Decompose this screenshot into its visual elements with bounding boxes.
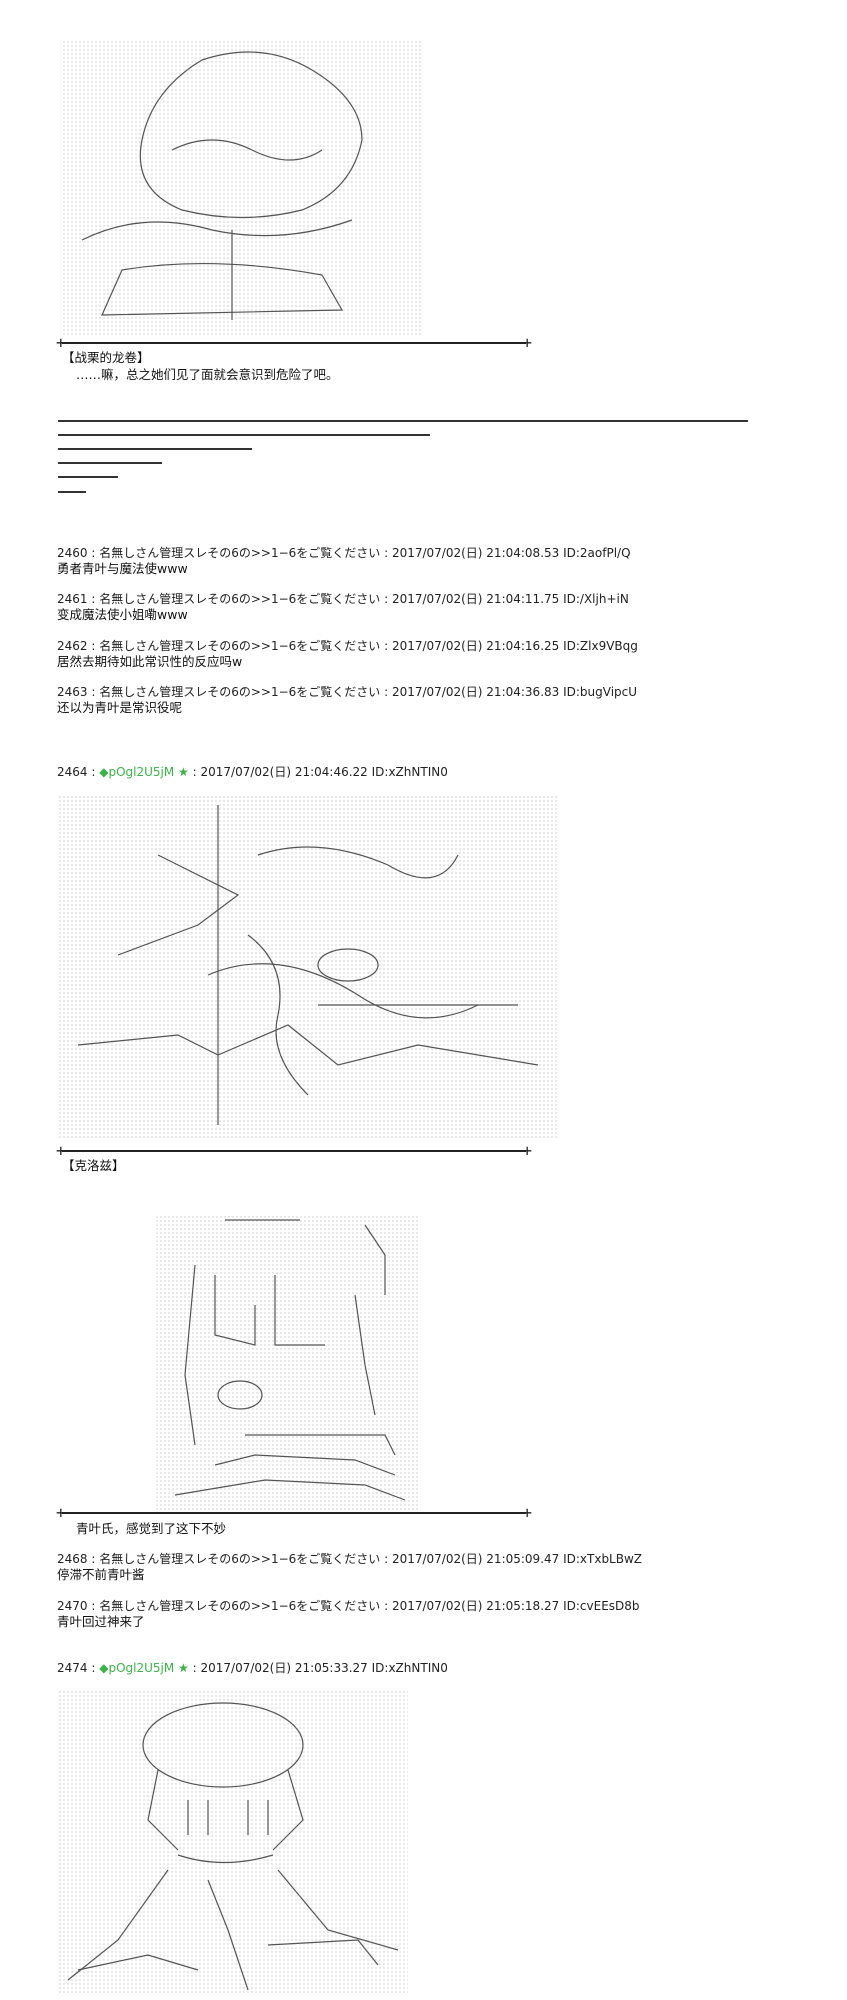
post-body: 停滞不前青叶酱 bbox=[57, 1567, 145, 1582]
caption-title: 【克洛兹】 bbox=[62, 1158, 125, 1173]
post-header: 2460 : 名無しさん管理スレその6の>>1−6をご覧ください : 2017/… bbox=[57, 546, 631, 560]
post-header: 2462 : 名無しさん管理スレその6の>>1−6をご覧ください : 2017/… bbox=[57, 639, 638, 653]
post-body: 居然去期待如此常识性的反应吗w bbox=[57, 654, 243, 669]
op-post-2474: 2474 : ◆pOgl2U5jM ★ : 2017/07/02(日) 21:0… bbox=[57, 1660, 448, 1676]
post-2460: 2460 : 名無しさん管理スレその6の>>1−6をご覧ください : 2017/… bbox=[57, 545, 631, 577]
post-number: 2464 : bbox=[57, 765, 96, 779]
post-header: 2468 : 名無しさん管理スレその6の>>1−6をご覧ください : 2017/… bbox=[57, 1552, 643, 1566]
ascii-art-hooded-character bbox=[58, 1690, 408, 1995]
post-2461: 2461 : 名無しさん管理スレその6の>>1−6をご覧ください : 2017/… bbox=[57, 591, 629, 623]
op-post-2464: 2464 : ◆pOgl2U5jM ★ : 2017/07/02(日) 21:0… bbox=[57, 764, 448, 780]
post-header: 2461 : 名無しさん管理スレその6の>>1−6をご覧ください : 2017/… bbox=[57, 592, 629, 606]
caption-text: ……嘛，总之她们见了面就会意识到危险了吧。 bbox=[76, 367, 339, 382]
post-meta: : 2017/07/02(日) 21:04:46.22 ID:xZhNTIN0 bbox=[192, 765, 448, 779]
dash-line bbox=[58, 420, 748, 422]
star-icon: ★ bbox=[178, 765, 189, 779]
separator-line bbox=[56, 1141, 532, 1160]
separator-line bbox=[56, 1503, 532, 1522]
post-body: 变成魔法使小姐嘞www bbox=[57, 607, 188, 622]
post-2463: 2463 : 名無しさん管理スレその6の>>1−6をご覧ください : 2017/… bbox=[57, 684, 637, 716]
post-meta: : 2017/07/02(日) 21:05:33.27 ID:xZhNTIN0 bbox=[192, 1661, 448, 1675]
ascii-art-hooded-lines bbox=[67, 1702, 399, 1991]
star-icon: ★ bbox=[178, 1661, 189, 1675]
post-body: 勇者青叶与魔法使www bbox=[57, 561, 188, 576]
ascii-art-kroz-lines bbox=[77, 805, 539, 1125]
dash-line bbox=[58, 448, 252, 450]
post-2470: 2470 : 名無しさん管理スレその6の>>1−6をご覧ください : 2017/… bbox=[57, 1598, 640, 1630]
ascii-art-aoba-lines bbox=[174, 1219, 406, 1501]
post-2462: 2462 : 名無しさん管理スレその6の>>1−6をご覧ください : 2017/… bbox=[57, 638, 638, 670]
dash-line bbox=[58, 462, 162, 464]
post-header: 2463 : 名無しさん管理スレその6の>>1−6をご覧ください : 2017/… bbox=[57, 685, 638, 699]
poster-trip: ◆pOgl2U5jM bbox=[99, 1661, 175, 1675]
ascii-art-aoba-shocked bbox=[155, 1215, 420, 1510]
separator-line bbox=[56, 333, 532, 352]
dash-line bbox=[58, 434, 430, 436]
post-header: 2470 : 名無しさん管理スレその6の>>1−6をご覧ください : 2017/… bbox=[57, 1599, 640, 1613]
post-body: 青叶回过神来了 bbox=[57, 1614, 145, 1629]
post-2468: 2468 : 名無しさん管理スレその6の>>1−6をご覧ください : 2017/… bbox=[57, 1551, 642, 1583]
poster-trip: ◆pOgl2U5jM bbox=[99, 765, 175, 779]
ascii-art-kroz bbox=[58, 795, 558, 1140]
post-body: 还以为青叶是常识役呢 bbox=[57, 700, 183, 715]
ascii-art-tornado-lines bbox=[81, 51, 363, 320]
op-post-header: 2464 : ◆pOgl2U5jM ★ : 2017/07/02(日) 21:0… bbox=[57, 764, 448, 780]
caption-text: 青叶氏，感觉到了这下不妙 bbox=[76, 1521, 227, 1536]
ascii-art-tornado bbox=[62, 40, 422, 335]
dash-line bbox=[58, 476, 118, 478]
post-number: 2474 : bbox=[57, 1661, 96, 1675]
dash-line bbox=[58, 491, 86, 493]
op-post-header: 2474 : ◆pOgl2U5jM ★ : 2017/07/02(日) 21:0… bbox=[57, 1660, 448, 1676]
caption-title: 【战栗的龙卷】 bbox=[62, 350, 150, 365]
